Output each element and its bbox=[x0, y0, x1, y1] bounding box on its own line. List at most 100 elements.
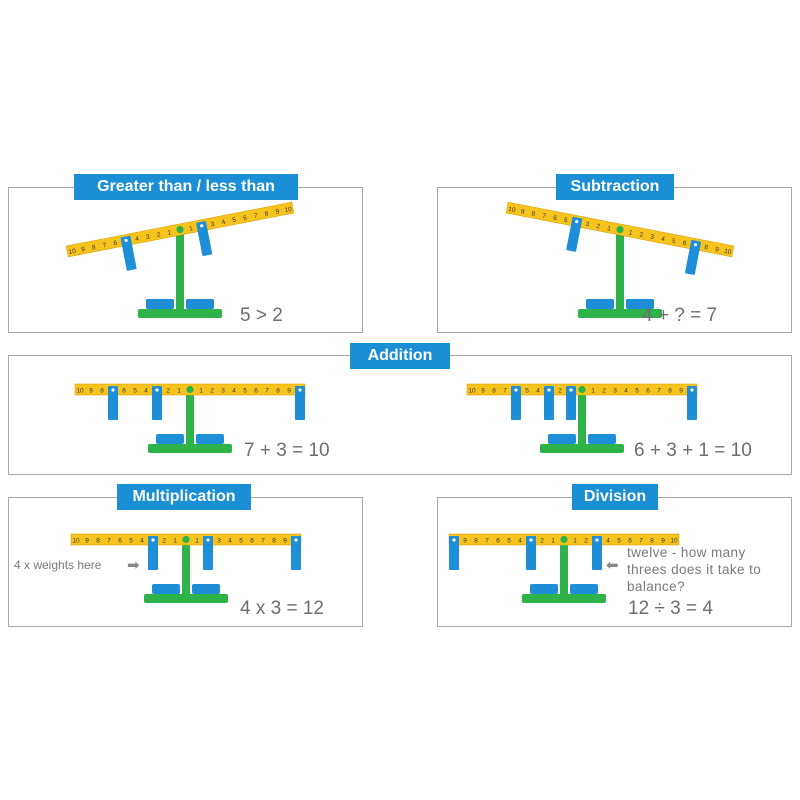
beam-number: 1 bbox=[167, 229, 172, 237]
beam-group: 1098765432112345678910 bbox=[466, 383, 698, 420]
weight-body bbox=[152, 386, 162, 420]
panel-title-greater-than: Greater than / less than bbox=[74, 174, 298, 200]
weight-body bbox=[196, 221, 213, 257]
beam-number: 1 bbox=[573, 538, 577, 545]
beam-number: 10 bbox=[68, 248, 77, 256]
beam-group: 1098765432112345678910 bbox=[70, 533, 302, 570]
beam-number: 7 bbox=[639, 538, 643, 545]
stand-base bbox=[522, 594, 606, 603]
weight-body bbox=[203, 536, 213, 570]
beam-number: 2 bbox=[602, 388, 606, 395]
weight-hook bbox=[575, 219, 579, 224]
beam-number: 6 bbox=[628, 538, 632, 545]
panel-addition bbox=[8, 355, 792, 475]
beam-number: 1 bbox=[177, 388, 181, 395]
equation-greater: 5 > 2 bbox=[240, 305, 283, 326]
weight-body bbox=[592, 536, 602, 570]
beam-number: 6 bbox=[646, 388, 650, 395]
beam-number: 8 bbox=[474, 538, 478, 545]
weight bbox=[108, 386, 118, 420]
panel-multiplication bbox=[8, 497, 363, 627]
beam-number: 1 bbox=[189, 225, 194, 233]
beam-group: 1098765432112345678910 bbox=[74, 383, 306, 420]
panel-title-subtraction: Subtraction bbox=[556, 174, 674, 200]
stand-base bbox=[578, 309, 662, 318]
stored-weight bbox=[146, 299, 174, 309]
weight-hook bbox=[547, 388, 551, 392]
beam-number: 5 bbox=[133, 388, 137, 395]
beam-number: 3 bbox=[210, 221, 215, 229]
stand-post bbox=[616, 228, 624, 309]
balance-addition-left: 1098765432112345678910 bbox=[74, 383, 306, 453]
weight-body bbox=[108, 386, 118, 420]
panel-greater-than bbox=[8, 187, 363, 333]
weight-body bbox=[544, 386, 554, 420]
stand-base bbox=[148, 444, 232, 453]
beam-number: 9 bbox=[287, 388, 291, 395]
beam-number: 7 bbox=[102, 242, 107, 250]
beam-number: 4 bbox=[606, 538, 610, 545]
beam-number: 3 bbox=[613, 388, 617, 395]
beam-number: 6 bbox=[250, 538, 254, 545]
weight-hook bbox=[595, 538, 599, 542]
beam-number: 6 bbox=[122, 388, 126, 395]
beam-number: 7 bbox=[107, 538, 111, 545]
beam-number: 1 bbox=[628, 229, 633, 237]
beam-number: 6 bbox=[254, 388, 258, 395]
beam-number: 5 bbox=[129, 538, 133, 545]
weight bbox=[592, 536, 602, 570]
stand-post bbox=[182, 538, 190, 594]
weight bbox=[544, 386, 554, 420]
weight-body bbox=[687, 386, 697, 420]
weight-body bbox=[148, 536, 158, 570]
beam-number: 8 bbox=[91, 244, 96, 252]
pivot-icon bbox=[186, 385, 194, 394]
weight-hook bbox=[151, 538, 155, 542]
balance-multiplication: 1098765432112345678910 bbox=[70, 533, 302, 603]
beam-number: 4 bbox=[518, 538, 522, 545]
beam-number: 4 bbox=[228, 538, 232, 545]
beam-number: 3 bbox=[585, 221, 590, 229]
stand-post bbox=[186, 388, 194, 444]
beam-number: 8 bbox=[272, 538, 276, 545]
equation-division: 12 ÷ 3 = 4 bbox=[628, 598, 713, 619]
pivot-icon bbox=[176, 225, 184, 234]
beam-number: 8 bbox=[492, 388, 496, 395]
beam-number: 2 bbox=[558, 388, 562, 395]
beam-number: 9 bbox=[89, 388, 93, 395]
weight bbox=[203, 536, 213, 570]
weight bbox=[196, 221, 213, 257]
equation-multiplication: 4 x 3 = 12 bbox=[240, 598, 324, 619]
beam-group: 1098765432112345678910 bbox=[65, 201, 295, 271]
beam-number: 4 bbox=[135, 236, 140, 244]
balance-subtraction: 1098765432112345678910 bbox=[505, 201, 735, 318]
beam-number: 4 bbox=[660, 236, 665, 244]
balance-division: 1098765432112345678910 bbox=[448, 533, 680, 603]
beam-number: 5 bbox=[525, 388, 529, 395]
weight bbox=[120, 235, 137, 271]
beam-number: 7 bbox=[503, 388, 507, 395]
beam-number: 4 bbox=[221, 219, 226, 227]
beam-number: 6 bbox=[118, 538, 122, 545]
beam-number: 2 bbox=[584, 538, 588, 545]
beam-number: 10 bbox=[76, 388, 84, 395]
beam-number: 2 bbox=[210, 388, 214, 395]
beam-number: 7 bbox=[265, 388, 269, 395]
weight-body bbox=[566, 216, 583, 252]
stand-base bbox=[540, 444, 624, 453]
beam-number: 3 bbox=[650, 233, 655, 241]
weight-hook bbox=[690, 388, 694, 392]
beam-number: 9 bbox=[520, 208, 525, 216]
beam-number: 4 bbox=[536, 388, 540, 395]
weight bbox=[511, 386, 521, 420]
stored-weight bbox=[152, 584, 180, 594]
stored-weight bbox=[586, 299, 614, 309]
beam-number: 2 bbox=[162, 538, 166, 545]
beam-number: 10 bbox=[284, 206, 293, 214]
weight bbox=[526, 536, 536, 570]
beam-number: 8 bbox=[650, 538, 654, 545]
beam-number: 4 bbox=[624, 388, 628, 395]
weight-hook bbox=[569, 388, 573, 392]
beam-number: 8 bbox=[100, 388, 104, 395]
stored-weight bbox=[192, 584, 220, 594]
